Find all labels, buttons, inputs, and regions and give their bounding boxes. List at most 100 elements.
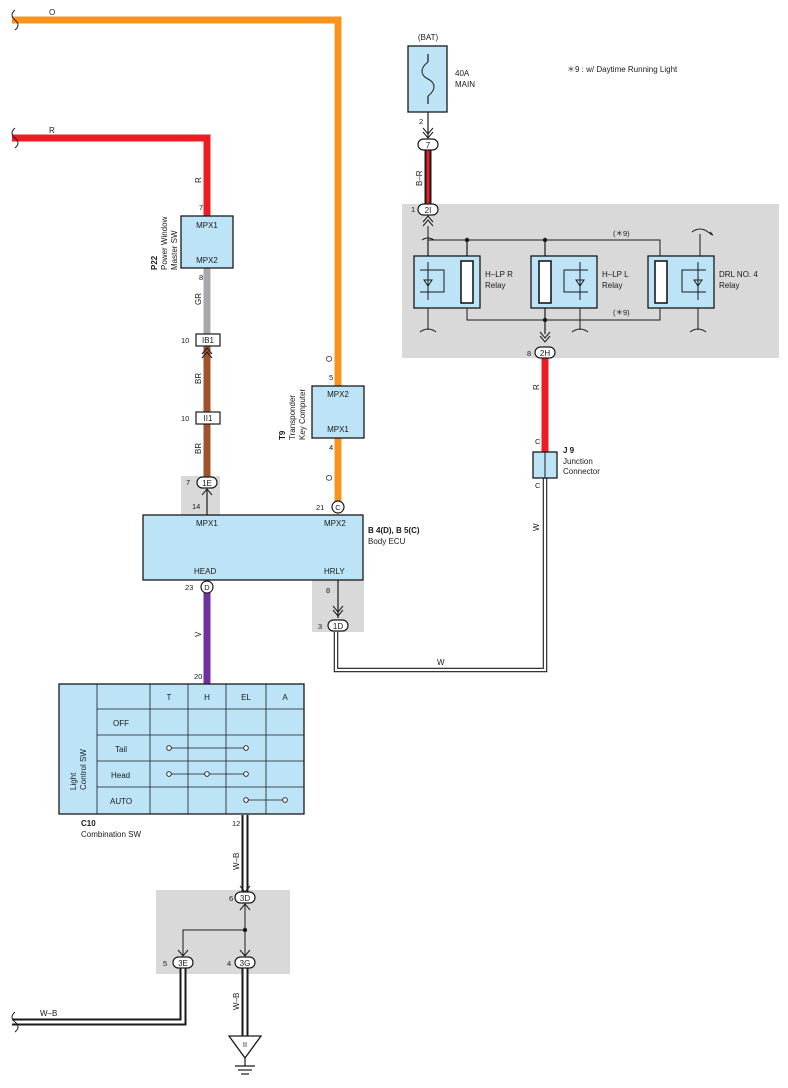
connector-label: 2I [425, 206, 432, 215]
component-code: C10 [81, 819, 96, 828]
wire-w-b-left [12, 968, 187, 1026]
wire-break-icon [571, 328, 589, 333]
connector-arrow-icon [201, 347, 213, 355]
pin-number: 3 [318, 622, 322, 631]
pin-number: 21 [316, 503, 324, 512]
wire-label: W–B [40, 1009, 57, 1018]
component-name: Key Computer [298, 389, 307, 440]
pin-number: 14 [192, 502, 200, 511]
pin-number: 2 [419, 117, 423, 126]
option-tag: (＊9) [613, 308, 630, 317]
fuse-source: (BAT) [418, 33, 439, 42]
connector-pill [417, 138, 439, 151]
connector-pill [196, 476, 218, 489]
wire-break-icon [11, 9, 19, 31]
component-code: B 4(D), B 5(C) [368, 526, 420, 535]
relay-sub: Relay [719, 281, 739, 290]
pin-number: 20 [194, 672, 202, 681]
component-name: Junction [563, 457, 593, 466]
row-label: OFF [113, 719, 129, 728]
pin-number: 4 [329, 443, 333, 452]
wire-label: V [194, 631, 203, 637]
relay-switch-icon [420, 262, 436, 300]
pin-label: C [535, 437, 541, 446]
wire-label: W–B [232, 853, 241, 870]
pin-number: 6 [229, 894, 233, 903]
pin-label: MPX2 [196, 256, 218, 265]
column-header: EL [241, 693, 251, 702]
pin-label: MPX1 [196, 221, 218, 230]
pin-number: 7 [186, 478, 190, 487]
pin-label: MPX1 [196, 519, 218, 528]
relay-name: DRL NO. 4 [719, 270, 758, 279]
wire-label: R [194, 177, 203, 183]
pin-number: 10 [181, 414, 189, 423]
wire-break-icon [689, 328, 707, 333]
connector-arrow-icon [539, 331, 551, 339]
switch-table-grid [96, 684, 304, 814]
option-tag: (＊9) [613, 229, 630, 238]
pin-number: 8 [326, 586, 330, 595]
footnote: ＊9 : w/ Daytime Running Light [567, 65, 678, 74]
wire-label: W–B [232, 993, 241, 1010]
connector-pill [417, 203, 439, 216]
row-label: Tail [115, 745, 127, 754]
pin-label: HEAD [194, 567, 216, 576]
pin-label: MPX2 [327, 390, 349, 399]
row-label: Head [111, 771, 130, 780]
wire-label: R [532, 384, 541, 390]
wire-orange [12, 16, 342, 505]
connector-pill [327, 619, 349, 632]
connector-label: 3D [240, 894, 250, 903]
component-name: Transponder [288, 395, 297, 440]
relay-sub: Relay [485, 281, 505, 290]
wire-label: O [325, 356, 334, 362]
component-name: Power Window [160, 216, 169, 270]
connector-arrow-icon [422, 215, 434, 223]
connector-label: II1 [204, 414, 213, 423]
relay-name: H–LP R [485, 270, 513, 279]
wire-label: W [437, 658, 445, 667]
relay-bus-bottom [466, 308, 661, 321]
wire-label: BR [194, 373, 203, 384]
power-window-master-sw [180, 215, 234, 269]
connector-pill [172, 956, 194, 969]
wire-break-icon [11, 1011, 19, 1033]
component-name: Combination SW [81, 830, 141, 839]
wire-label: W [532, 523, 541, 531]
switch-connections [166, 745, 288, 803]
connector-label: 3G [240, 959, 251, 968]
fuse-rating: 40A [455, 69, 470, 78]
column-header: A [282, 693, 288, 702]
ground-icon [227, 1035, 263, 1060]
combination-sw [58, 683, 305, 815]
wire-break-icon [11, 127, 19, 149]
switch-label: Control SW [79, 749, 88, 790]
transponder-key-computer [311, 385, 365, 439]
connector-label: 1E [202, 479, 212, 488]
component-code: P22 [150, 255, 159, 270]
pin-number: 1 [411, 205, 415, 214]
relay-sub: Relay [602, 281, 622, 290]
pin-number: 8 [199, 273, 203, 282]
wire-break-icon [691, 228, 714, 236]
component-name: Body ECU [368, 537, 406, 546]
connector-label: 7 [426, 141, 431, 150]
body-ecu [142, 514, 364, 581]
pin-number: 4 [227, 959, 231, 968]
relay-switch-icon [572, 262, 588, 300]
connector-label: IB1 [202, 336, 215, 345]
wire-label: BR [194, 443, 203, 454]
wire-red-top [12, 134, 211, 216]
switch-label: Light [69, 772, 78, 790]
connector-label: 1D [333, 622, 343, 631]
pin-label: C [535, 481, 541, 490]
relay-name: H–LP L [602, 270, 629, 279]
connector-pill [534, 346, 556, 359]
connector-pill [234, 956, 256, 969]
relay-switch-icon [690, 262, 706, 300]
ground-label: II [243, 1040, 247, 1049]
wire-label: R [49, 126, 55, 135]
connector-box [195, 333, 221, 347]
